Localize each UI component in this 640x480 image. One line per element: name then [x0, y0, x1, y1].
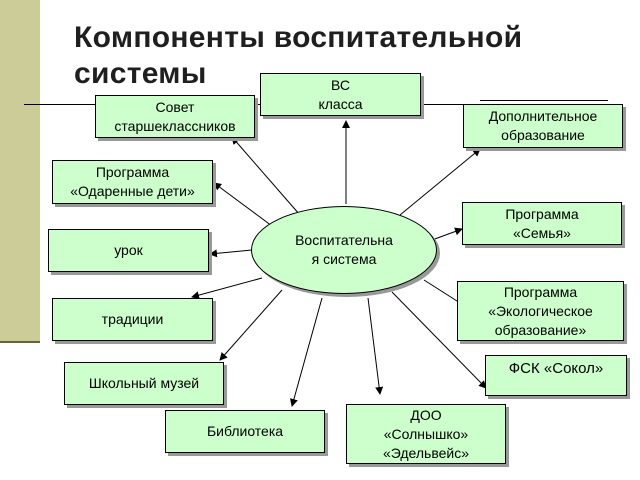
title-underline-mid [255, 104, 263, 105]
node-ekol-obrazovanie: Программа «Экологическое образование» [457, 281, 624, 341]
center-node-vospitatelnaya-sistema: Воспитательна я система [251, 206, 437, 294]
node-text: «Экологическое [488, 302, 593, 319]
node-fsk-sokol: ФСК «Сокол» [485, 355, 627, 396]
node-bc-klassa: ВС класса [260, 73, 421, 116]
node-text: Библиотека [206, 423, 284, 439]
node-semya: Программа «Семья» [462, 202, 622, 245]
arrow-to-dop [399, 148, 481, 216]
node-urok: урок [48, 229, 209, 272]
node-text: Программа [505, 205, 579, 222]
left-decor-band [0, 0, 40, 342]
node-text: образование [501, 127, 585, 143]
title-underline-right-a [421, 104, 463, 105]
title-underline-right-b [480, 100, 608, 101]
node-text: традиции [101, 311, 164, 327]
title-underline-left [24, 104, 96, 105]
node-text: «Солнышко» [383, 425, 469, 442]
center-text: Воспитательна [295, 232, 393, 248]
arrow-to-doo [367, 297, 384, 395]
node-text: «Семья» [513, 224, 571, 241]
arrow-to-muzey [219, 289, 283, 361]
node-text: ВС [331, 76, 350, 93]
node-text: Совет [155, 98, 195, 115]
node-text: ДОО [410, 406, 442, 423]
node-text: Программа [503, 283, 578, 300]
arrow-to-fsk [391, 291, 487, 389]
node-sovet: Совет старшеклассников [95, 95, 255, 138]
node-text: Дополнительное [488, 108, 598, 124]
title-line-1: Компоненты воспитательной [74, 21, 523, 54]
arrow-to-biblioteka [290, 297, 323, 407]
node-text: Программа [95, 164, 170, 180]
page-title: Компоненты воспитательной системы [74, 20, 614, 92]
title-line-2: системы [74, 57, 207, 90]
arrow-to-semya [431, 227, 463, 241]
node-traditsii: традиции [52, 298, 213, 341]
arrow-to-urok [209, 249, 253, 258]
node-text: образование» [494, 321, 587, 338]
node-text: «Одаренные дети» [70, 183, 195, 199]
left-decor-line [0, 341, 40, 343]
arrow-to-odar [213, 182, 273, 227]
arrow-to-traditsii [191, 277, 263, 300]
node-text: класса [318, 95, 363, 112]
node-odarennye-deti: Программа «Одаренные дети» [52, 160, 213, 204]
node-text: Школьный музей [88, 375, 200, 391]
arrow-to-sovet [231, 136, 301, 216]
node-dop-obrazovanie: Дополнительное образование [463, 104, 623, 148]
node-text: урок [114, 242, 143, 258]
node-text: «Эдельвейс» [382, 444, 469, 461]
node-text: старшеклассников [114, 117, 236, 134]
node-doo: ДОО «Солнышко» «Эдельвейс» [346, 404, 506, 464]
node-text: ФСК «Сокол» [508, 360, 604, 377]
node-biblioteka: Библиотека [165, 410, 325, 453]
center-text: я система [311, 251, 377, 267]
node-shkolny-muzey: Школьный музей [64, 362, 224, 405]
